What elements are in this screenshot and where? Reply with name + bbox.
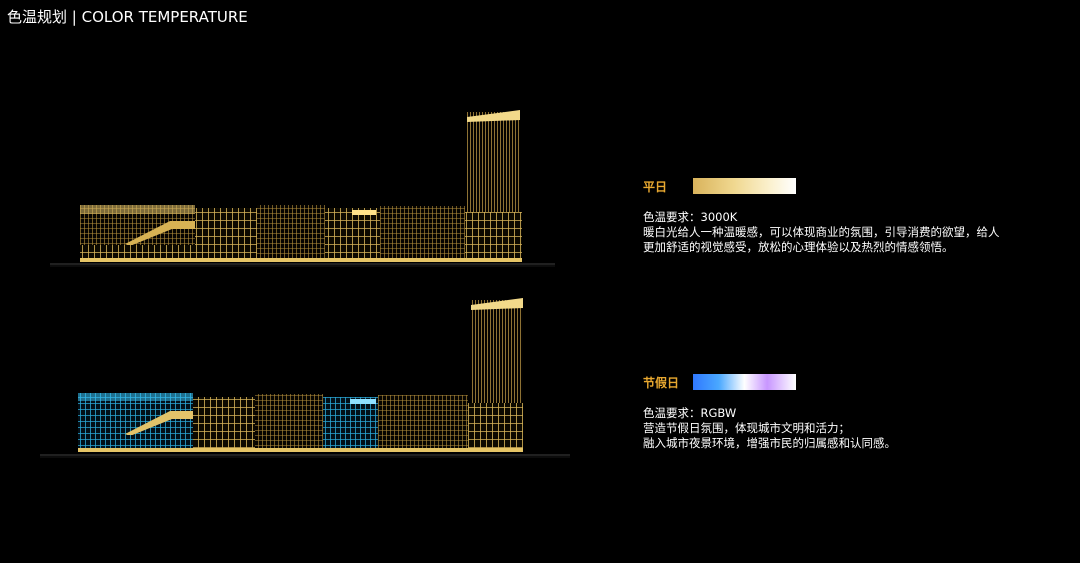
weekday-description-line-2: 更加舒适的视觉感受，放松的心理体验以及热烈的情感领悟。 [643, 240, 954, 254]
holiday-info: 节假日 色温要求：RGBW 营造节假日氛围，体现城市文明和活力； 融入城市夜景环… [643, 372, 1063, 451]
rgbw-color-swatch [693, 374, 796, 390]
weekday-label: 平日 [643, 179, 668, 194]
holiday-label: 节假日 [643, 375, 680, 390]
weekday-description-line-1: 暖白光给人一种温暖感，可以体现商业的氛围，引导消费的欲望，给人 [643, 225, 1000, 239]
holiday-elevation-drawing [40, 298, 570, 458]
weekday-elevation-drawing [50, 110, 555, 267]
weekday-requirement: 色温要求：3000K [643, 210, 738, 224]
holiday-requirement: 色温要求：RGBW [643, 406, 737, 420]
warm-white-color-swatch [693, 178, 796, 194]
weekday-info: 平日 色温要求：3000K 暖白光给人一种温暖感，可以体现商业的氛围，引导消费的… [643, 176, 1063, 255]
holiday-description-line-1: 营造节假日氛围，体现城市文明和活力； [643, 421, 850, 435]
page-title: 色温规划 | COLOR TEMPERATURE [7, 8, 248, 26]
holiday-description-line-2: 融入城市夜景环境，增强市民的归属感和认同感。 [643, 436, 896, 450]
